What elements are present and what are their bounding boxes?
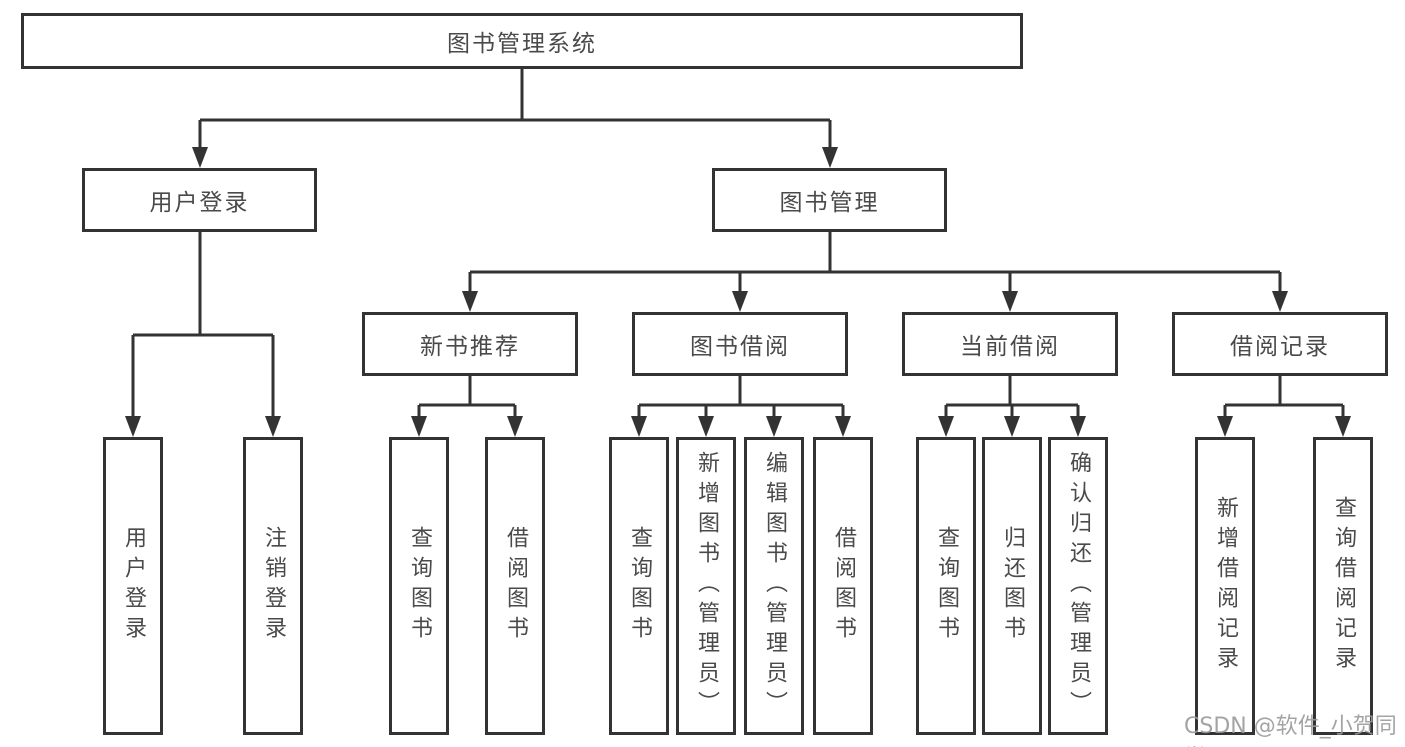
- leaf-add-borrow-record: 新增借阅记录: [1195, 437, 1255, 735]
- leaf-query-books-3: 查询图书: [916, 437, 976, 735]
- leaf-query-books-1: 查询图书: [389, 437, 449, 735]
- node-user-login: 用户登录: [82, 168, 317, 232]
- leaf-query-books-2: 查询图书: [609, 437, 669, 735]
- node-borrowing-records: 借阅记录: [1172, 312, 1388, 376]
- node-book-borrowing: 图书借阅: [632, 312, 848, 376]
- leaf-borrow-books-2: 借阅图书: [813, 437, 873, 735]
- leaf-confirm-return-admin: 确认归还（管理员）: [1048, 437, 1108, 735]
- node-current-borrowing: 当前借阅: [902, 312, 1118, 376]
- leaf-return-books: 归还图书: [982, 437, 1042, 735]
- leaf-edit-books-admin: 编辑图书（管理员）: [744, 437, 804, 735]
- leaf-query-borrow-record: 查询借阅记录: [1313, 437, 1373, 735]
- leaf-user-login: 用户登录: [103, 437, 163, 735]
- node-new-book-recommendation: 新书推荐: [362, 312, 578, 376]
- csdn-watermark: CSDN @软件_小贺同学: [1184, 714, 1397, 747]
- leaf-add-books-admin: 新增图书（管理员）: [676, 437, 736, 735]
- node-book-management: 图书管理: [712, 168, 947, 232]
- leaf-borrow-books-1: 借阅图书: [485, 437, 545, 735]
- node-library-management-system: 图书管理系统: [21, 13, 1023, 69]
- leaf-logout: 注销登录: [243, 437, 303, 735]
